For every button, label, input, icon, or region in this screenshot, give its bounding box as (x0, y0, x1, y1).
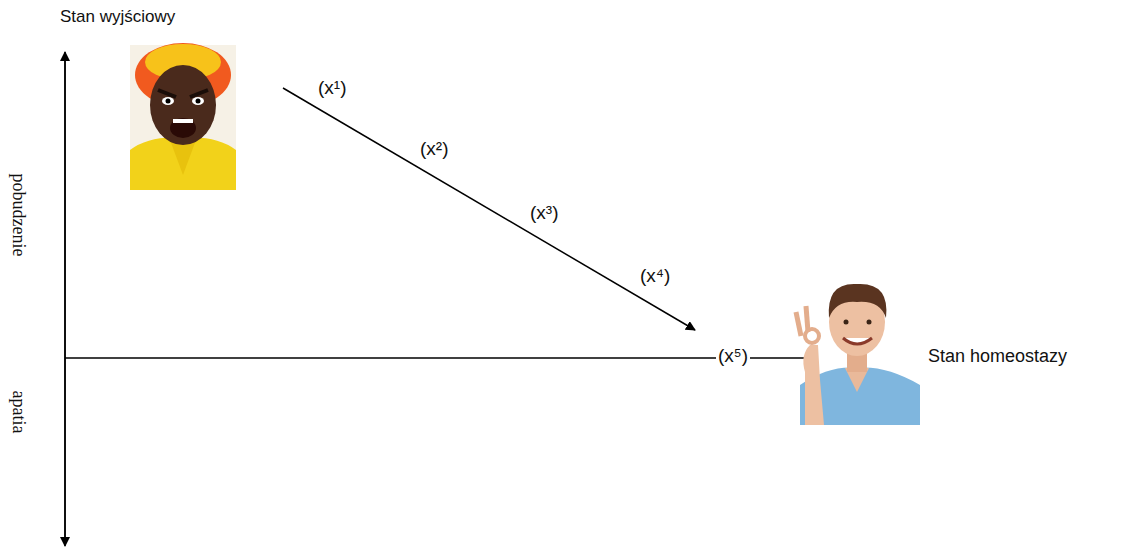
axis-label: apatia (8, 391, 28, 434)
axis-line (64, 52, 66, 545)
step-label: (x¹) (318, 78, 346, 99)
baseline (65, 357, 808, 359)
axis-line (64, 60, 66, 546)
axis-label: pobudzenie (8, 174, 28, 257)
step-label: (x⁴) (640, 266, 670, 287)
trend-arrow (283, 88, 695, 330)
state-title: Stan homeostazy (928, 347, 1067, 367)
state-title: Stan wyjściowy (60, 8, 175, 27)
calm-man-picture (796, 284, 920, 425)
step-label: (x³) (530, 203, 558, 224)
step-label: (x²) (420, 139, 448, 160)
angry-face-picture (130, 43, 236, 190)
step-label: (x⁵) (716, 346, 750, 367)
